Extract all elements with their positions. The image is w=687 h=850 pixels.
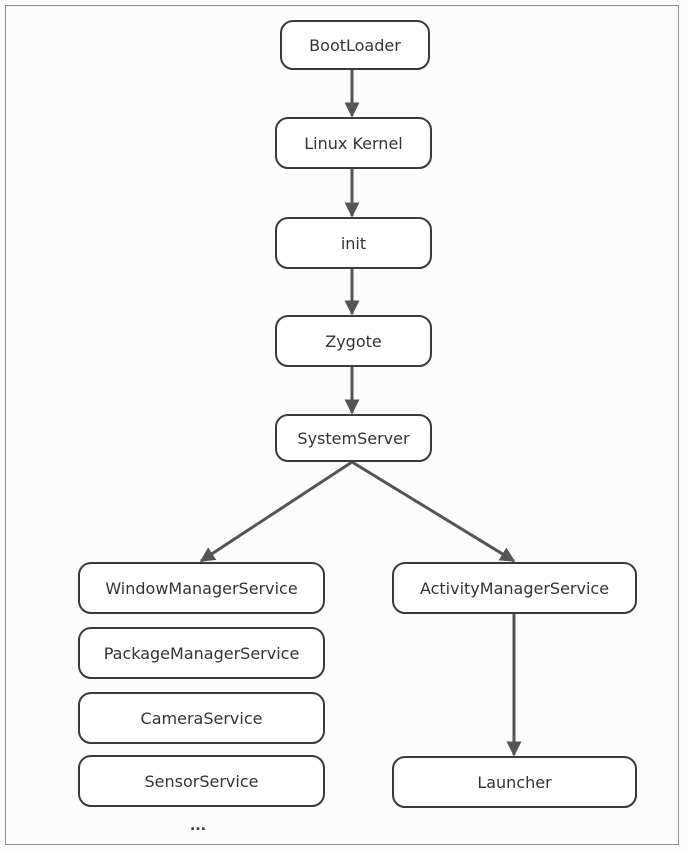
- diagram-frame: [5, 5, 679, 845]
- node-label: BootLoader: [309, 35, 401, 55]
- edge-systemserver-to-windowmanager: [199, 460, 353, 563]
- node-label: WindowManagerService: [105, 578, 298, 598]
- node-camera-service: CameraService: [78, 692, 325, 744]
- node-label: CameraService: [140, 708, 263, 728]
- node-launcher: Launcher: [392, 756, 637, 808]
- node-zygote: Zygote: [275, 315, 432, 367]
- node-package-manager-service: PackageManagerService: [78, 627, 325, 679]
- node-window-manager-service: WindowManagerService: [78, 562, 325, 614]
- node-bootloader: BootLoader: [280, 20, 430, 70]
- node-linux-kernel: Linux Kernel: [275, 117, 432, 169]
- edge-systemserver-to-activitymanager: [351, 460, 516, 563]
- more-services-ellipsis: ...: [190, 818, 206, 834]
- node-label: init: [340, 233, 367, 253]
- node-system-server: SystemServer: [275, 414, 432, 462]
- node-sensor-service: SensorService: [78, 755, 325, 807]
- node-activity-manager-service: ActivityManagerService: [392, 562, 637, 614]
- node-label: PackageManagerService: [103, 643, 300, 663]
- node-label: Zygote: [325, 331, 382, 351]
- node-init: init: [275, 217, 432, 269]
- node-label: SystemServer: [297, 428, 410, 448]
- node-label: Linux Kernel: [304, 133, 403, 153]
- node-label: ActivityManagerService: [419, 578, 610, 598]
- node-label: SensorService: [144, 771, 259, 791]
- node-label: Launcher: [477, 772, 552, 792]
